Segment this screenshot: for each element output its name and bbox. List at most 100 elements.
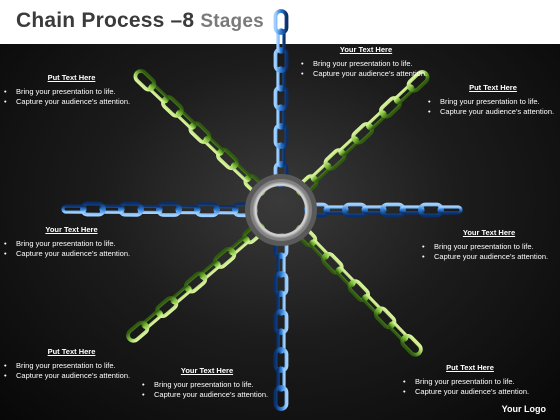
- chain-link: [366, 110, 387, 131]
- text-box-heading: Your Text Here: [45, 225, 98, 234]
- chain-link: [388, 321, 409, 342]
- text-box-8: Put Text Here Bring your presentation to…: [403, 363, 537, 398]
- chain-link: [273, 309, 289, 335]
- chain-link: [273, 9, 289, 35]
- chain-link: [393, 84, 415, 105]
- text-box-heading: Your Text Here: [462, 228, 516, 237]
- chain-link: [161, 95, 184, 118]
- chain-link: [99, 204, 125, 214]
- chain-link: [170, 285, 192, 305]
- chain-link: [321, 251, 344, 275]
- text-box-line: Bring your presentation to life.: [403, 377, 537, 388]
- text-box-heading: Put Text Here: [47, 73, 96, 82]
- text-box-line: Bring your presentation to life.: [142, 380, 272, 391]
- text-box-line: Bring your presentation to life.: [4, 87, 139, 98]
- chain-link: [309, 239, 330, 260]
- chain-link: [335, 266, 356, 288]
- chain-link: [228, 235, 250, 256]
- chain-link: [276, 252, 286, 278]
- text-box-heading: Your Text Here: [339, 45, 393, 54]
- chain-up: [273, 9, 289, 187]
- chain-link: [80, 201, 106, 217]
- chains-group: [61, 9, 463, 411]
- chain-link: [276, 328, 286, 354]
- text-box-line: Capture your audience’s attention.: [403, 387, 537, 398]
- chain-link: [276, 66, 286, 92]
- chain-link: [373, 306, 397, 330]
- chain-right: [304, 202, 463, 218]
- chain-link: [273, 85, 289, 111]
- text-box-line: Bring your presentation to life.: [4, 239, 139, 250]
- text-box-heading: Your Text Here: [180, 366, 234, 375]
- text-box-6: Put Text Here Bring your presentation to…: [4, 347, 139, 382]
- chain-link: [203, 135, 225, 156]
- slide-title: Chain Process –8 Stages: [16, 9, 264, 33]
- text-box-line: Bring your presentation to life.: [428, 97, 558, 108]
- chain-link: [338, 136, 360, 157]
- chain-link: [342, 202, 368, 218]
- chain-link: [155, 296, 179, 319]
- chain-link: [323, 148, 347, 171]
- text-box-5: Your Text Here Bring your presentation t…: [422, 228, 556, 263]
- text-box-1: Put Text Here Bring your presentation to…: [4, 73, 139, 108]
- logo-text: Your Logo: [501, 404, 546, 414]
- chain-link: [61, 204, 87, 214]
- text-box-line: Capture your audience’s attention.: [428, 107, 558, 118]
- chain-link: [194, 202, 220, 218]
- chain-link: [276, 142, 286, 168]
- chain-link: [361, 205, 387, 215]
- chain-link: [213, 246, 237, 269]
- title-bar: [0, 0, 560, 44]
- chain-down: [273, 233, 289, 411]
- chain-link: [380, 202, 406, 218]
- title-main: Chain Process –8: [16, 9, 195, 32]
- text-box-7: Your Text Here Bring your presentation t…: [142, 366, 272, 401]
- chain-link: [137, 204, 163, 215]
- text-box-3: Put Text Here Bring your presentation to…: [428, 83, 558, 118]
- chain-link: [175, 204, 201, 215]
- text-box-line: Bring your presentation to life.: [301, 59, 431, 70]
- text-box-line: Capture your audience’s attention.: [301, 69, 431, 80]
- chain-left: [61, 201, 258, 218]
- text-box-2: Your Text Here Bring your presentation t…: [301, 45, 431, 80]
- chain-link: [378, 96, 402, 119]
- text-box-line: Capture your audience’s attention.: [4, 249, 139, 260]
- chain-link: [141, 309, 163, 330]
- text-box-heading: Put Text Here: [47, 347, 96, 356]
- chain-link: [323, 205, 349, 215]
- chain-link: [273, 385, 289, 411]
- chain-link: [310, 162, 332, 183]
- chain-link: [437, 205, 463, 215]
- chain-link: [273, 347, 289, 373]
- chain-link: [216, 147, 239, 171]
- chain-link: [126, 320, 150, 343]
- chain-link: [188, 121, 212, 144]
- chain-lower-left: [126, 222, 266, 343]
- chain-link: [276, 290, 286, 316]
- chain-lower-right: [294, 224, 423, 357]
- chain-link: [118, 201, 144, 217]
- text-box-line: Capture your audience’s attention.: [4, 97, 139, 108]
- chain-link: [273, 123, 289, 149]
- chain-link: [230, 161, 252, 183]
- center-ring-highlight: [250, 179, 312, 241]
- chain-link: [347, 279, 371, 302]
- text-box-line: Capture your audience’s attention.: [422, 252, 556, 263]
- chain-link: [273, 271, 289, 297]
- text-box-line: Bring your presentation to life.: [4, 361, 139, 372]
- chain-upper-right: [295, 70, 430, 197]
- chain-link: [184, 271, 208, 294]
- chain-link: [273, 47, 289, 73]
- text-box-heading: Put Text Here: [469, 83, 517, 92]
- chain-upper-left: [133, 69, 267, 197]
- chain-link: [361, 293, 383, 315]
- chain-link: [351, 122, 375, 145]
- chain-link: [199, 260, 221, 280]
- chain-link: [148, 83, 170, 104]
- text-box-4: Your Text Here Bring your presentation t…: [4, 225, 139, 260]
- chain-link: [276, 366, 286, 392]
- chain-link: [213, 205, 239, 215]
- chain-link: [276, 28, 286, 54]
- title-stages: Stages: [200, 11, 264, 32]
- text-box-line: Bring your presentation to life.: [422, 242, 556, 253]
